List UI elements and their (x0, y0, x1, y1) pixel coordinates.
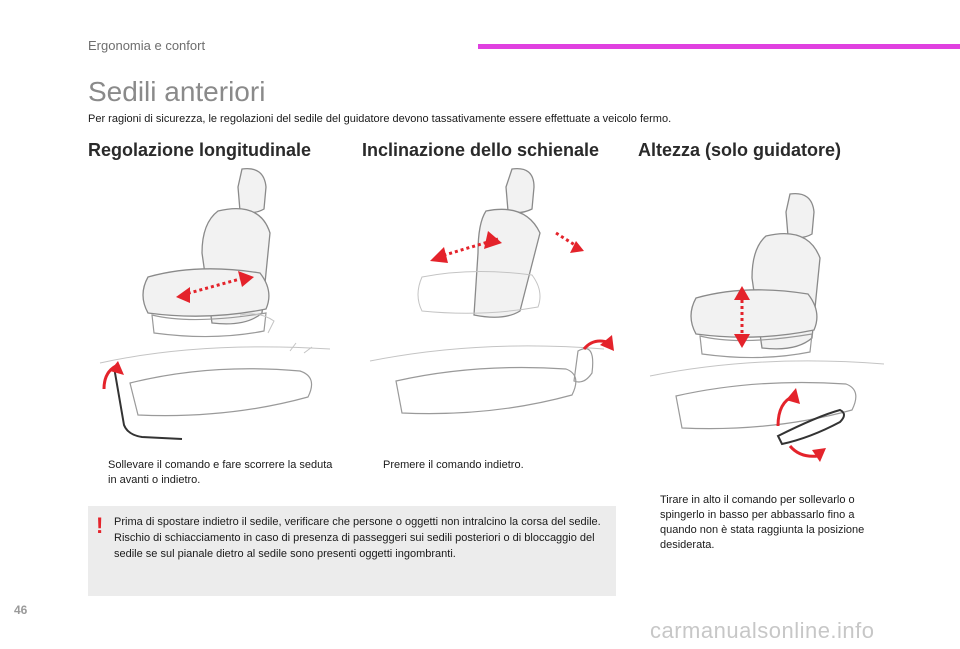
step-text: Sollevare il comando e fare scorrere la … (108, 459, 333, 486)
step-text: Tirare in alto il comando per sollevarlo… (660, 494, 865, 551)
column-title-height: Altezza (solo guidatore) (638, 140, 842, 160)
step-height: Tirare in alto il comando per sollevarlo… (640, 493, 890, 553)
page-number: 46 (14, 603, 28, 617)
seat-backrest-illustration (369, 167, 614, 415)
intro-text: Per ragioni di sicurezza, le regolazioni… (88, 113, 672, 125)
column-title-longitudinal: Regolazione longitudinale (88, 140, 312, 160)
section-label: Ergonomia e confort (88, 38, 206, 53)
warning-icon: ! (96, 513, 104, 538)
warning-text-1: Prima di spostare indietro il sedile, ve… (114, 516, 601, 528)
warning-box: ! Prima di spostare indietro il sedile, … (88, 506, 616, 596)
watermark: carmanualsonline.info (650, 618, 875, 643)
seat-height-illustration (649, 192, 885, 462)
page-title: Sedili anteriori (88, 76, 266, 107)
step-backrest: Premere il comando indietro. (363, 458, 613, 473)
seat-longitudinal-illustration (99, 167, 331, 440)
warning-text-2: Rischio di schiacciamento in caso di pre… (114, 532, 595, 560)
step-longitudinal: Sollevare il comando e fare scorrere la … (88, 458, 338, 488)
column-title-backrest: Inclinazione dello schienale (362, 140, 600, 160)
step-text: Premere il comando indietro. (383, 459, 524, 471)
section-accent-bar (478, 44, 960, 49)
